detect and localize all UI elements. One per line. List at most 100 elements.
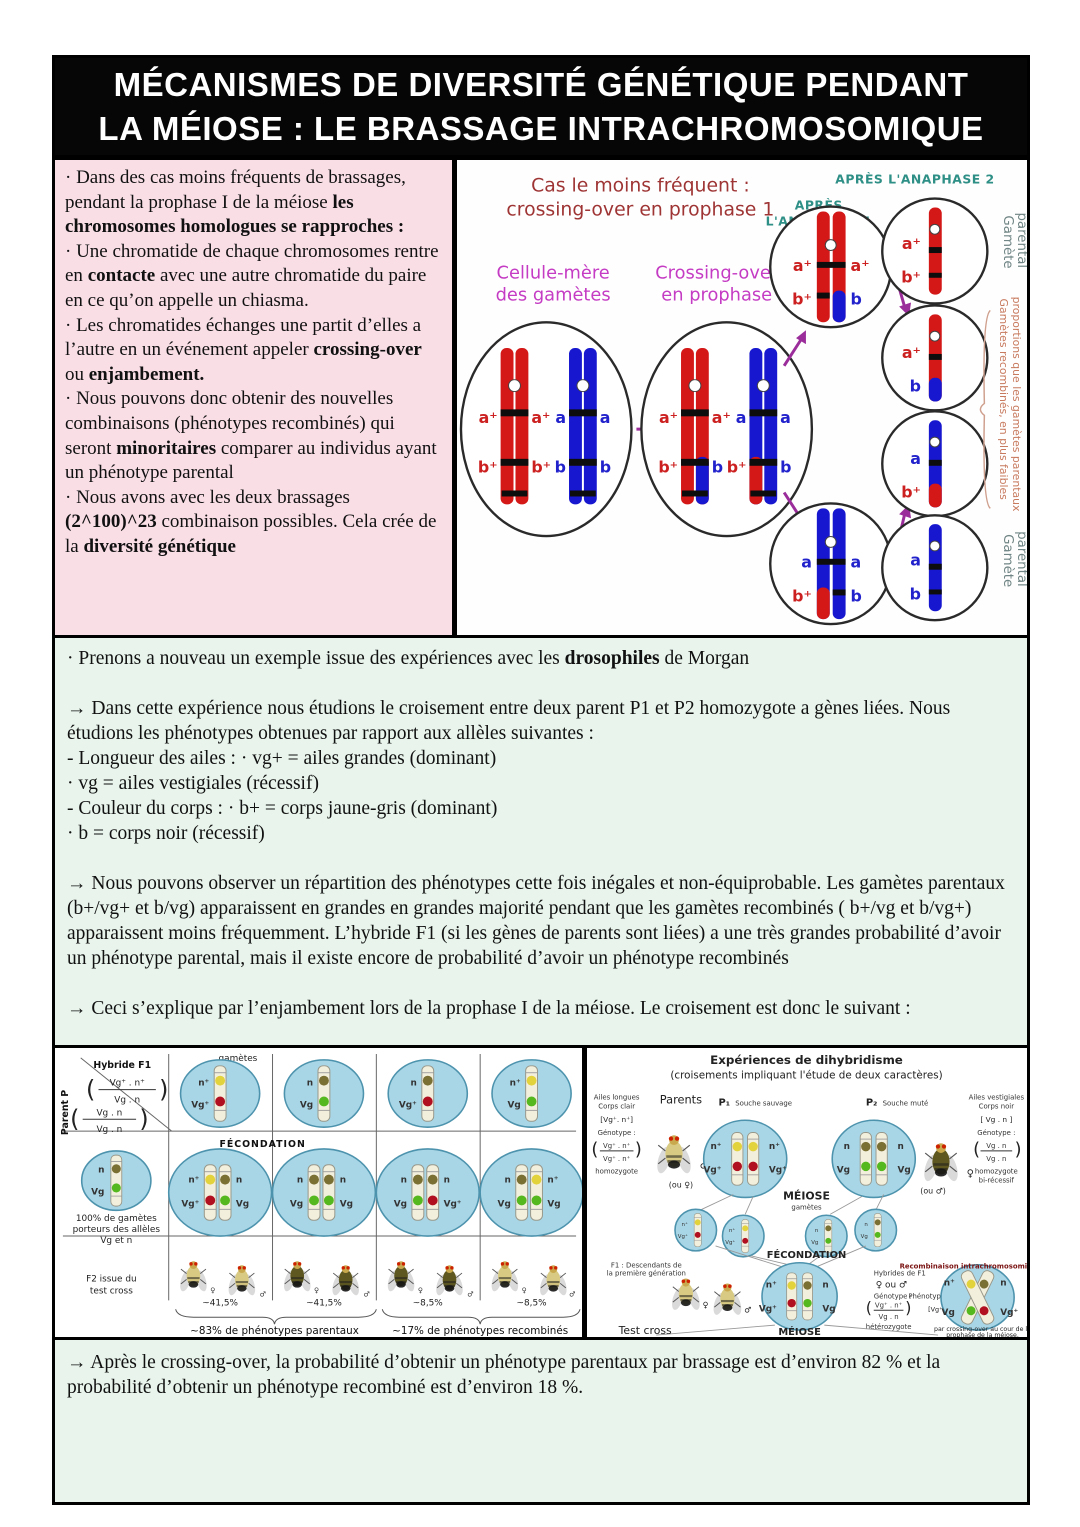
chromatid-label: a⁺ <box>479 408 498 427</box>
recombination-cell: n⁺ n Vg Vg⁺ <box>940 1263 1019 1331</box>
explanation-paragraph: · Prenons a nouveau un exemple issue des… <box>67 648 750 669</box>
p2-fly <box>920 1142 962 1184</box>
chromatid-label: a⁺ <box>659 408 678 427</box>
explanation-paragraph: → Dans cette expérience nous étudions le… <box>67 698 951 744</box>
explanation-paragraph: → Nous pouvons observer un répartition d… <box>67 873 1005 969</box>
gamete-cell: n Vg⁺ <box>387 1059 469 1128</box>
svg-text:Vg: Vg <box>861 1234 868 1240</box>
zygote-cell: n n⁺ Vg Vg <box>479 1148 582 1237</box>
p2-phenotype-block: Ailes vestigiales Corps noir [ Vg . n ] … <box>920 1093 1024 1195</box>
svg-text:Vg: Vg <box>236 1199 249 1209</box>
svg-text:♀: ♀ <box>522 1286 527 1294</box>
p1-strain: Souche sauvage <box>735 1099 792 1107</box>
chromatid-label: a⁺ <box>851 256 870 275</box>
svg-text:Vg: Vg <box>811 1240 818 1246</box>
diagram-title-line1: Cas le moins fréquent : <box>531 176 750 197</box>
gamete-parental-label: parental <box>1014 212 1027 268</box>
svg-text:n⁺: n⁺ <box>729 1227 735 1234</box>
svg-text:Vg⁺ . n⁺: Vg⁺ . n⁺ <box>603 1155 631 1163</box>
svg-text:Vg: Vg <box>340 1199 353 1209</box>
f1-fly-female <box>669 1277 703 1312</box>
chromatid-label: b⁺ <box>901 268 921 287</box>
chromatid-label: b <box>555 458 566 477</box>
svg-text:n: n <box>1000 1279 1006 1289</box>
crossover-label2: en prophase <box>661 285 772 306</box>
svg-text:n: n <box>236 1176 242 1186</box>
svg-text:homozygote: homozygote <box>975 1168 1018 1176</box>
svg-text:n: n <box>504 1176 510 1186</box>
zygote-cell: n n Vg Vg⁺ <box>375 1148 480 1237</box>
svg-text:n: n <box>297 1176 303 1186</box>
svg-text:♀ ou ♂: ♀ ou ♂ <box>876 1281 907 1291</box>
svg-text:bi-récessif: bi-récessif <box>979 1177 1015 1185</box>
svg-text:n: n <box>844 1142 850 1152</box>
zygote-row: n⁺ n Vg⁺ Vg n n Vg Vg <box>167 1148 582 1237</box>
parents-label: Parents <box>660 1092 702 1106</box>
testcross-panel: gamètes Hybride F1 ( ) Vg⁺ . n⁺ Vg . n P… <box>52 1048 585 1340</box>
p2-strain: Souche muté <box>883 1099 929 1107</box>
svg-text:♂: ♂ <box>569 1290 575 1298</box>
gamete-parental-label: Gamète <box>1000 534 1016 587</box>
zygote-cell: n⁺ n Vg⁺ Vg <box>167 1148 273 1237</box>
hybride-f1-label: Hybride F1 <box>93 1060 151 1071</box>
p2-label: P₂ <box>866 1097 878 1108</box>
gamete-cells: n⁺ Vg⁺ n⁺ Vg⁺ n Vg n Vg <box>674 1208 898 1258</box>
f1-caption: la première génération <box>607 1270 686 1278</box>
p1-fly <box>653 1134 695 1176</box>
svg-text:n: n <box>401 1176 407 1186</box>
svg-text:porteurs des allèles: porteurs des allèles <box>73 1224 161 1235</box>
svg-text:Vg⁺: Vg⁺ <box>444 1199 462 1209</box>
svg-text:n⁺: n⁺ <box>682 1221 688 1228</box>
svg-text:n⁺: n⁺ <box>944 1279 955 1289</box>
svg-text:Vg: Vg <box>837 1166 850 1176</box>
svg-text:n: n <box>822 1281 828 1291</box>
svg-text:Vg: Vg <box>300 1100 313 1110</box>
percentage-label: ~41,5% <box>306 1298 342 1308</box>
chromatid-label: a <box>780 408 791 427</box>
dihybrid-subtitle: (croisements impliquant l'étude de deux … <box>670 1070 942 1082</box>
svg-text:Génotype :: Génotype : <box>874 1292 912 1300</box>
intro-panel: · Dans des cas moins fréquents de brassa… <box>52 158 455 638</box>
svg-text:Vg: Vg <box>91 1187 104 1197</box>
dihybridism-panel: Expériences de dihybridisme (croisements… <box>585 1048 1030 1340</box>
chromatid-label: a⁺ <box>793 256 812 275</box>
svg-text:n: n <box>411 1079 417 1089</box>
svg-text:Vg⁺: Vg⁺ <box>678 1233 688 1240</box>
chromatid-label: b⁺ <box>901 482 921 501</box>
svg-text:n⁺: n⁺ <box>769 1142 780 1152</box>
svg-text:Vg: Vg <box>498 1199 511 1209</box>
svg-text:100% de gamètes: 100% de gamètes <box>76 1213 157 1224</box>
dihybrid-title: Expériences de dihybridisme <box>710 1053 903 1067</box>
chromatid-label: a⁺ <box>902 343 921 362</box>
intro-paragraph: · Nous pouvons donc obtenir des nouvelle… <box>65 388 437 484</box>
svg-text:[Vg⁺. n⁺]: [Vg⁺. n⁺] <box>928 1305 956 1313</box>
explanation-panel: · Prenons a nouveau un exemple issue des… <box>52 638 1030 1048</box>
gamete-parental-top: a⁺ b⁺ <box>881 197 989 305</box>
svg-text:): ) <box>635 1139 642 1160</box>
svg-text:n⁺: n⁺ <box>710 1142 721 1152</box>
svg-text:Vg . n: Vg . n <box>986 1155 1006 1163</box>
chromatid-label: b <box>780 458 791 477</box>
chromatid-label: b⁺ <box>727 458 747 477</box>
hybride-genotype: ( ) Vg⁺ . n⁺ Vg . n <box>86 1075 168 1105</box>
svg-text:Vg: Vg <box>394 1199 407 1209</box>
svg-text:): ) <box>1015 1139 1022 1160</box>
svg-text:Vg⁺: Vg⁺ <box>191 1100 209 1110</box>
svg-text:homozygote: homozygote <box>595 1168 638 1176</box>
conclusion-panel: → Après le crossing-over, la probabilité… <box>52 1340 1030 1505</box>
test-cross-label: Test cross <box>618 1324 672 1337</box>
svg-text:Vg: Vg <box>290 1199 303 1209</box>
svg-text:Vg⁺: Vg⁺ <box>1000 1308 1018 1318</box>
svg-text:n: n <box>340 1176 346 1186</box>
fecondation-label: FÉCONDATION <box>767 1248 847 1261</box>
chromatid-label: a⁺ <box>902 234 921 253</box>
chromatid-label: b⁺ <box>792 586 812 605</box>
svg-text:): ) <box>905 1298 911 1317</box>
allele-line: · b = corps noir (récessif) <box>67 823 265 844</box>
hybrides-f1-block: Hybrides de F1 ♀ ou ♂ Génotype : Phénoty… <box>866 1270 957 1331</box>
chromatid-label: b <box>851 289 862 308</box>
mother-cell-label2: des gamètes <box>496 285 611 306</box>
allele-line: - Longueur des ailes : · vg+ = ailes gra… <box>67 748 497 769</box>
svg-text:Phénotype :: Phénotype : <box>908 1292 949 1300</box>
f2-label: test cross <box>90 1286 133 1296</box>
